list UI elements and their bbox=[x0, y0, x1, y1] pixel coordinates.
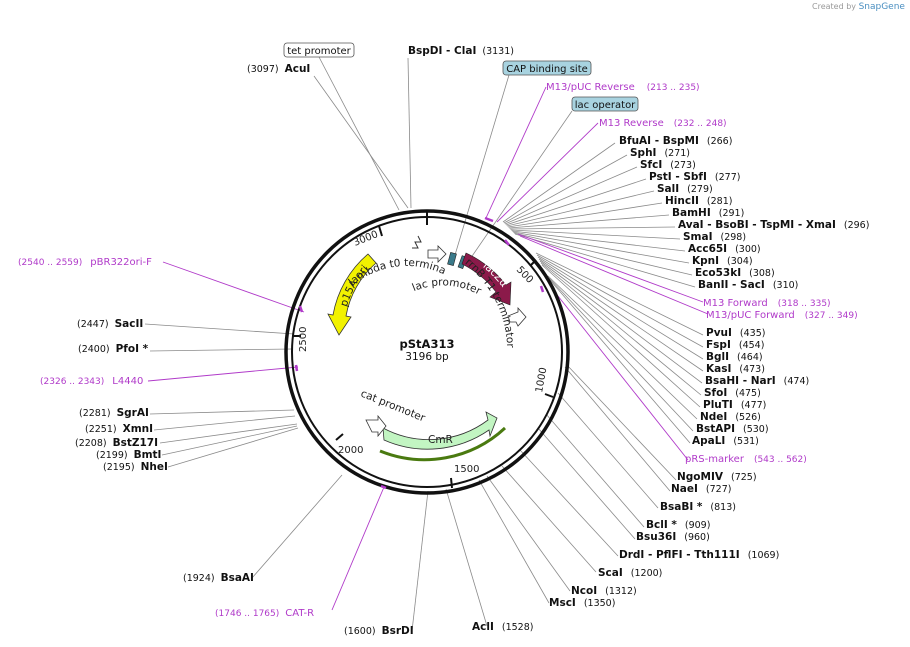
enzyme-label-bsabi: BsaBI *(813) bbox=[660, 501, 736, 513]
tick-1000-mark bbox=[544, 393, 554, 398]
enzyme-label-scai: ScaI(1200) bbox=[598, 567, 662, 579]
enzyme-label-bamhi: BamHI(291) bbox=[672, 207, 744, 219]
enzyme-label-saci: BanII - SacI(310) bbox=[698, 279, 798, 291]
primer-label-m13-rev: M13 Reverse(232 .. 248) bbox=[599, 118, 727, 129]
primer-bar-l4440 bbox=[294, 364, 299, 372]
enzyme-label-sali: SalI(279) bbox=[657, 183, 713, 195]
tet-promoter-box: tet promoter bbox=[283, 42, 355, 58]
cap-site-box: CAP binding site bbox=[502, 60, 592, 76]
primer-label-catr: (1746 .. 1765)CAT-R bbox=[215, 608, 314, 619]
lac-operator-box: lac operator bbox=[571, 96, 639, 112]
feature-leaders bbox=[318, 56, 573, 263]
enzyme-label-bspmi: BfuAI - BspMI(266) bbox=[619, 135, 732, 147]
enzyme-label-ndei: NdeI(526) bbox=[700, 411, 761, 423]
lac-promoter-arrow bbox=[427, 245, 447, 263]
tick-3000-mark bbox=[378, 225, 383, 237]
cap-site-mark bbox=[447, 252, 457, 266]
enzyme-label-ngomiv: NgoMIV(725) bbox=[677, 471, 757, 483]
enzyme-labels: (3097)AcuI BspDI - ClaI(3131) BfuAI - Bs… bbox=[75, 45, 869, 637]
enzyme-label-bgli: BglI(464) bbox=[706, 351, 763, 363]
plasmid-name: pStA313 bbox=[400, 337, 455, 351]
enzyme-label-msci: MscI(1350) bbox=[549, 597, 615, 609]
primer-bar-pbr322 bbox=[298, 305, 304, 313]
primer-bar-prs bbox=[539, 285, 545, 293]
cat-promoter-arrow bbox=[365, 414, 387, 438]
watermark-prefix: Created by bbox=[812, 2, 857, 11]
enzyme-label-pluti: PluTI(477) bbox=[703, 399, 766, 411]
enzyme-label-naei: NaeI(727) bbox=[671, 483, 731, 495]
enzyme-label-sfci: SfcI(273) bbox=[640, 159, 696, 171]
primer-bar-m13fwd bbox=[504, 239, 510, 246]
enzyme-label-bsu36i: Bsu36I(960) bbox=[636, 531, 710, 543]
tick-2000-mark bbox=[335, 433, 344, 441]
watermark: Created by SnapGene bbox=[812, 2, 905, 12]
primer-label-m13puc-fwd: M13/pUC Forward(327 .. 349) bbox=[706, 310, 858, 321]
primer-label-m13-fwd: M13 Forward(318 .. 335) bbox=[703, 298, 831, 309]
tick-1500: 1500 bbox=[454, 464, 479, 475]
enzyme-label-nari: BsaHI - NarI(474) bbox=[705, 375, 809, 387]
primer-label-pbr322: (2540 .. 2559)pBR322ori-F bbox=[18, 257, 152, 268]
primer-leaders bbox=[147, 86, 709, 611]
lambda-t0-hairpin bbox=[412, 235, 422, 249]
enzyme-label-pvui: PvuI(435) bbox=[706, 327, 765, 339]
tick-2000: 2000 bbox=[338, 445, 363, 456]
cmr-cds-bar bbox=[379, 426, 507, 462]
enzyme-label-bcli: BclI *(909) bbox=[646, 519, 710, 531]
enzyme-label-xmni: (2251)XmnI bbox=[85, 423, 153, 435]
primer-labels: M13/pUC Reverse(213 .. 235) M13 Reverse(… bbox=[18, 82, 858, 619]
cmr-label: CmR bbox=[428, 434, 453, 446]
tet-promoter-label: tet promoter bbox=[287, 46, 351, 57]
enzyme-label-acc65i: Acc65I(300) bbox=[688, 243, 761, 255]
primer-label-l4440: (2326 .. 2343)L4440 bbox=[40, 376, 143, 387]
enzyme-label-acli: AclI(1528) bbox=[472, 621, 533, 633]
enzyme-label-bstapi: BstAPI(530) bbox=[696, 423, 769, 435]
primer-label-m13puc-rev: M13/pUC Reverse(213 .. 235) bbox=[546, 82, 700, 93]
enzyme-label-kasi: KasI(473) bbox=[706, 363, 765, 375]
primer-bar-catr bbox=[380, 484, 387, 490]
enzyme-label-sacii: (2447)SacII bbox=[77, 318, 143, 330]
cat-promoter-label: cat promoter bbox=[359, 388, 428, 425]
enzyme-label-bsrdi: (1600)BsrDI bbox=[344, 625, 414, 637]
enzyme-label-sphi: SphI(271) bbox=[630, 147, 690, 159]
enzyme-label-hincii: HincII(281) bbox=[665, 195, 732, 207]
plasmid-size: 3196 bp bbox=[405, 351, 449, 363]
enzyme-label-sfoi: SfoI(475) bbox=[704, 387, 761, 399]
enzyme-label-bsaai: (1924)BsaAI bbox=[183, 572, 254, 584]
enzyme-leaders bbox=[144, 57, 704, 632]
lac-promoter-label: lac promoter bbox=[410, 276, 483, 297]
enzyme-label-ncoi: NcoI(1312) bbox=[571, 585, 637, 597]
enzyme-label-psti: PstI - SbfI(277) bbox=[649, 171, 740, 183]
enzyme-label-kpni: KpnI(304) bbox=[692, 255, 753, 267]
enzyme-label-apali: ApaLI(531) bbox=[692, 435, 759, 447]
enzyme-label-fspi: FspI(454) bbox=[706, 339, 764, 351]
lacZa-feature bbox=[461, 252, 512, 306]
enzyme-label-smai: SmaI(298) bbox=[683, 231, 746, 243]
snapgene-logo: SnapGene bbox=[858, 2, 905, 12]
enzyme-label-drdi: DrdI - PflFI - Tth111I(1069) bbox=[619, 549, 779, 561]
cap-site-label: CAP binding site bbox=[506, 64, 588, 75]
primer-bar-m13puc-rev bbox=[484, 216, 494, 223]
enzyme-label-pfoi: (2400)PfoI * bbox=[78, 343, 149, 355]
enzyme-label-acui: (3097)AcuI bbox=[247, 63, 310, 75]
primer-label-prs: pRS-marker(543 .. 562) bbox=[685, 454, 807, 465]
enzyme-label-sgrai: (2281)SgrAI bbox=[79, 407, 149, 419]
lac-operator-label: lac operator bbox=[575, 100, 636, 111]
tick-1000: 1000 bbox=[534, 367, 549, 394]
backbone-outer bbox=[284, 209, 570, 495]
tick-500-mark bbox=[529, 259, 537, 267]
enzyme-label-nhei: (2195)NheI bbox=[103, 461, 168, 473]
enzyme-label-bmti: (2199)BmtI bbox=[96, 449, 161, 461]
enzyme-label-claI: BspDI - ClaI(3131) bbox=[408, 45, 514, 57]
lambda-t0-label: lambda t0 terminator bbox=[0, 0, 448, 288]
tick-2500: 2500 bbox=[298, 327, 309, 352]
cmr-feature bbox=[382, 411, 498, 450]
enzyme-label-bstz17i: (2208)BstZ17I bbox=[75, 437, 158, 449]
enzyme-label-xmai: AvaI - BsoBI - TspMI - XmaI(296) bbox=[678, 219, 869, 231]
p15a-ori-feature bbox=[327, 253, 377, 336]
tick-1500-mark bbox=[450, 477, 453, 489]
rrnb-t1-arrow bbox=[507, 306, 527, 327]
primer-bars bbox=[294, 216, 545, 490]
enzyme-label-eco53ki: Eco53kI(308) bbox=[695, 267, 775, 279]
